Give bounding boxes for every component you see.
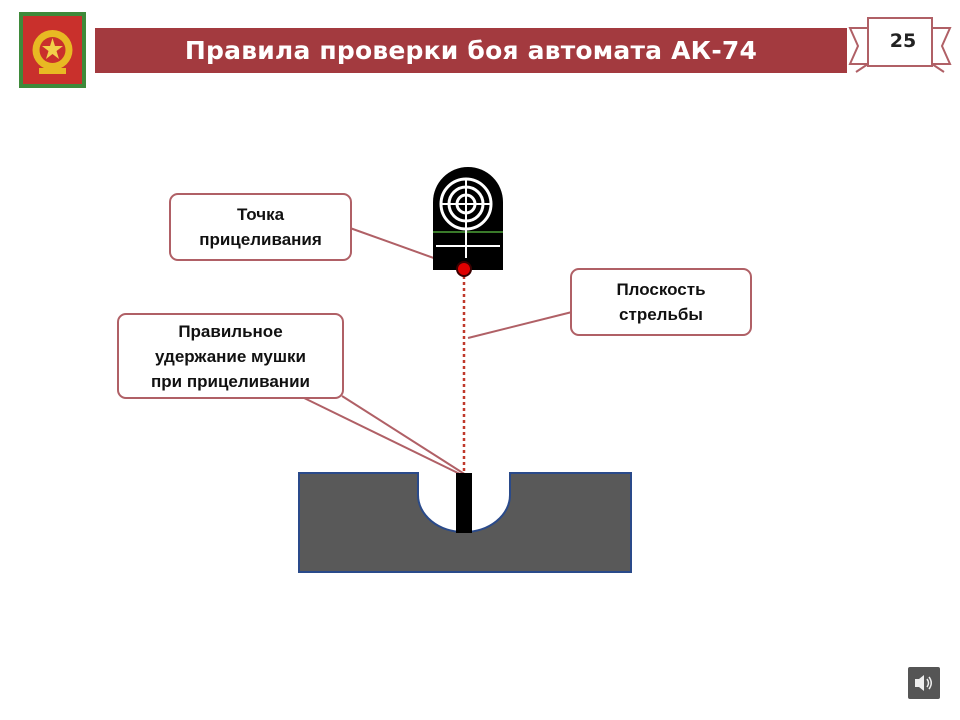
callout-firing-plane: Плоскость стрельбы bbox=[570, 268, 752, 336]
rear-sight-notch bbox=[298, 472, 632, 573]
page-number-badge bbox=[848, 17, 952, 73]
callout-aim-point-text: Точка прицеливания bbox=[199, 205, 322, 249]
callout-front-sight-hold-text: Правильное удержание мушки при прицелива… bbox=[151, 321, 310, 391]
emblem-icon bbox=[19, 12, 86, 88]
target-icon bbox=[433, 167, 503, 270]
page-title: Правила проверки боя автомата АК-74 bbox=[184, 36, 758, 65]
aim-point-marker bbox=[456, 261, 472, 277]
callout-firing-plane-text: Плоскость стрельбы bbox=[616, 280, 706, 324]
callout-aim-point: Точка прицеливания bbox=[169, 193, 352, 261]
front-sight-leader-2 bbox=[341, 395, 467, 476]
callout-front-sight-hold: Правильное удержание мушки при прицелива… bbox=[117, 313, 344, 399]
title-bar: Правила проверки боя автомата АК-74 bbox=[95, 28, 847, 73]
front-sight-post bbox=[456, 473, 472, 533]
speaker-icon[interactable] bbox=[908, 667, 940, 699]
firing-plane-leader bbox=[467, 311, 573, 339]
page-number: 25 bbox=[889, 30, 917, 52]
front-sight-leader-1 bbox=[299, 395, 463, 476]
